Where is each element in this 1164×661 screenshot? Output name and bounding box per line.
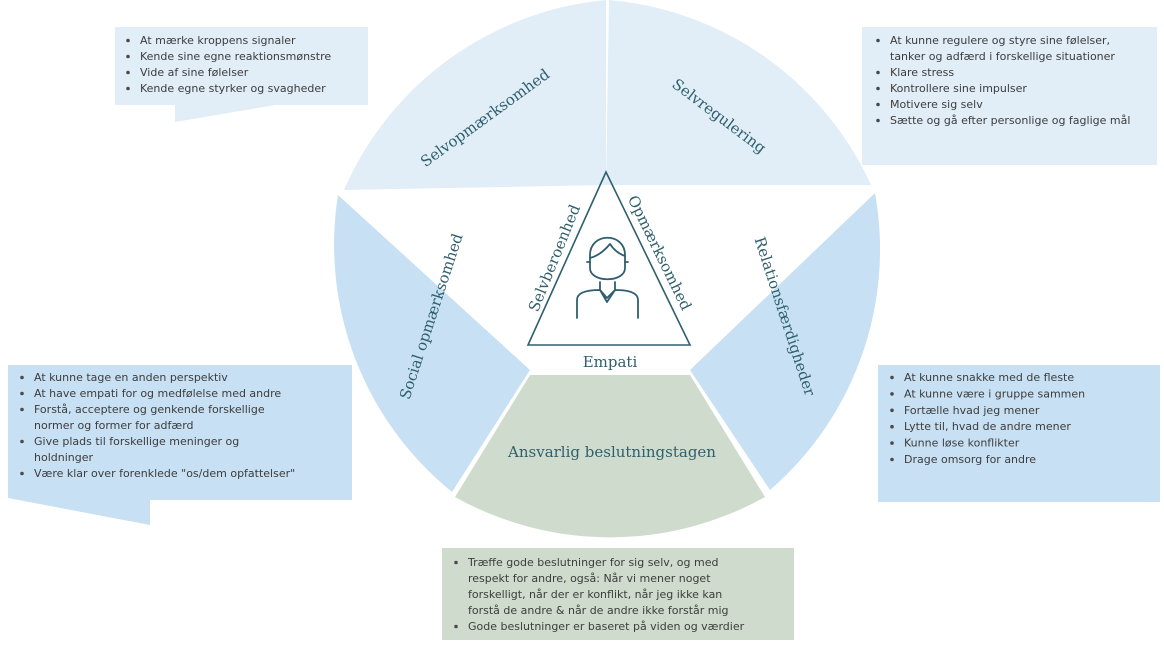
bullet-dot bbox=[126, 86, 130, 91]
bullet-dot bbox=[890, 392, 894, 396]
bullet-item-text: tanker og adfærd i forskellige situation… bbox=[890, 50, 1115, 63]
bullet-item-text: Fortælle hvad jeg mener bbox=[904, 404, 1040, 417]
bullet-item-text: normer og former for adfærd bbox=[34, 419, 194, 432]
bullet-item-text: At kunne regulere og styre sine følelser… bbox=[890, 34, 1110, 47]
bullet-item-text: At kunne snakke med de fleste bbox=[904, 371, 1074, 384]
center-label-empati: Empati bbox=[583, 353, 638, 371]
center-label-opmaerksomhed: Opmærksomhed bbox=[624, 192, 695, 313]
callout-box-relationsfaerdigheder bbox=[878, 365, 1160, 502]
bullet-dot bbox=[876, 86, 880, 91]
bullet-item-text: forstå de andre & når de andre ikke fors… bbox=[468, 604, 729, 617]
bullet-dot bbox=[876, 118, 880, 123]
bullet-dot bbox=[126, 54, 130, 59]
bullet-item-text: forskelligt, når der er konflikt, når je… bbox=[468, 588, 722, 601]
bullet-item-text: Kende egne styrker og svagheder bbox=[140, 82, 326, 95]
bullet-item-text: Klare stress bbox=[890, 66, 954, 79]
bullet-dot bbox=[876, 70, 880, 75]
callout-box-social bbox=[8, 365, 352, 525]
callout-box-selvregulering bbox=[862, 27, 1157, 165]
bullet-list-ansvarlig: Træffe gode beslutninger for sig selv, o… bbox=[454, 556, 745, 633]
bullet-item-text: Være klar over forenklede "os/dem opfatt… bbox=[34, 467, 295, 480]
segment-selvopmaerksomhed bbox=[344, 0, 606, 190]
bullet-dot bbox=[890, 375, 894, 380]
bullet-item-text: At kunne tage en anden perspektiv bbox=[34, 371, 228, 384]
bullet-item-text: Træffe gode beslutninger for sig selv, o… bbox=[467, 556, 718, 569]
bullet-item-text: At mærke kroppens signaler bbox=[140, 34, 296, 47]
bullet-item-text: Sætte og gå efter personlige og faglige … bbox=[890, 114, 1130, 127]
bullet-dot bbox=[876, 38, 880, 43]
bullet-dot bbox=[890, 408, 894, 413]
bullet-item-text: Vide af sine følelser bbox=[140, 66, 249, 79]
bullet-item-text: Lytte til, hvad de andre mener bbox=[904, 420, 1071, 433]
bullet-item-text: Gode beslutninger er baseret på viden og… bbox=[468, 620, 745, 633]
segment-label-ansvarlig: Ansvarlig beslutningstagen bbox=[507, 443, 716, 461]
bullet-list-relationsfaerdigheder: At kunne snakke med de fleste At kunne væ… bbox=[890, 371, 1085, 466]
callout-box-ansvarlig bbox=[442, 548, 794, 640]
bullet-dot bbox=[20, 375, 24, 380]
bullet-item-text: Give plads til forskellige meninger og bbox=[34, 435, 239, 448]
bullet-item-text: At kunne være i gruppe sammen bbox=[904, 387, 1085, 400]
bullet-dot bbox=[20, 439, 24, 444]
bullet-dot bbox=[890, 424, 894, 429]
segment-social bbox=[334, 195, 530, 492]
bullet-item-text: holdninger bbox=[34, 451, 93, 464]
center-triangle bbox=[526, 170, 692, 346]
bullet-item-text: respekt for andre, også: Når vi mener no… bbox=[468, 572, 711, 585]
bullet-list-selvregulering: At kunne regulere og styre sine følelser… bbox=[876, 34, 1130, 127]
bullet-item-text: Kontrollere sine impulser bbox=[890, 82, 1027, 95]
bullet-dot bbox=[890, 457, 894, 462]
bullet-dot bbox=[20, 407, 24, 412]
bullet-dot bbox=[20, 471, 24, 476]
segment-ansvarlig bbox=[455, 375, 765, 538]
bullet-dot bbox=[454, 560, 458, 565]
segment-selvregulering bbox=[606, 0, 871, 185]
bullet-item-text: Motivere sig selv bbox=[890, 98, 983, 111]
center-label-selvberoenhed: Selvberoenhed bbox=[525, 202, 584, 315]
bullet-item-text: At have empati for og medfølelse med and… bbox=[34, 387, 281, 400]
bullet-dot bbox=[890, 441, 894, 445]
bullet-dot bbox=[876, 102, 880, 107]
bullet-item-text: Kende sine egne reaktionsmønstre bbox=[140, 50, 331, 63]
person-icon bbox=[576, 237, 639, 319]
bullet-item-text: Kunne løse konflikter bbox=[904, 437, 1020, 450]
bullet-dot bbox=[126, 70, 130, 75]
bullet-item-text: Forstå, acceptere og genkende forskellig… bbox=[34, 403, 265, 416]
bullet-dot bbox=[454, 624, 458, 629]
callout-box-selvopmaerksomhed bbox=[115, 27, 368, 122]
bullet-dot bbox=[20, 391, 24, 396]
bullet-dot bbox=[126, 38, 130, 43]
segment-relationsfaerdigheder bbox=[690, 193, 881, 490]
bullet-item-text: Drage omsorg for andre bbox=[904, 453, 1036, 466]
bullet-list-social: At kunne tage en anden perspektiv At have… bbox=[20, 371, 295, 480]
